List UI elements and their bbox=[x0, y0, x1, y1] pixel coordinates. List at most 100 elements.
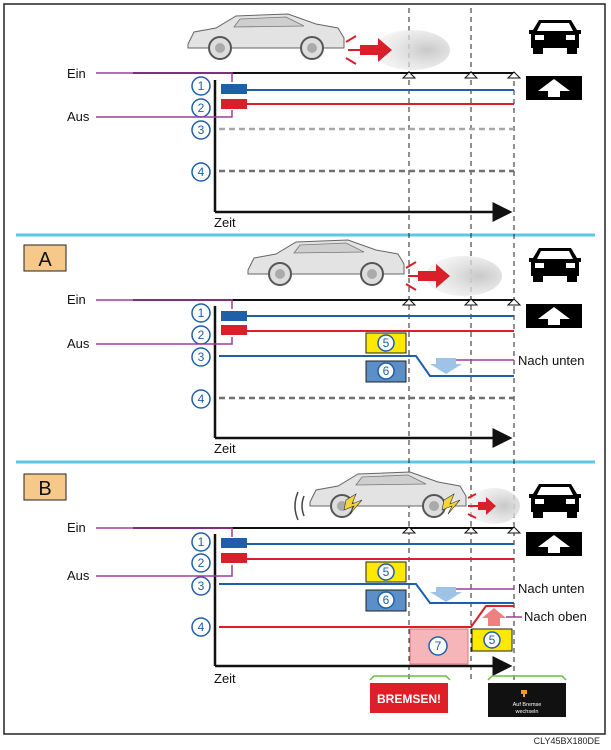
time-label: Zeit bbox=[214, 215, 236, 230]
shake-lines-icon bbox=[294, 491, 305, 521]
panel-a: A Zeit 5 6 Nach unten 1 2 3 4 bbox=[23, 239, 585, 456]
radar-beam bbox=[426, 256, 502, 296]
marker-3 bbox=[191, 347, 211, 367]
section-b-label: B bbox=[38, 478, 51, 500]
radar-wave-icon bbox=[405, 261, 420, 291]
time-label: Zeit bbox=[214, 671, 236, 686]
marker-2-label: 2 bbox=[198, 556, 205, 570]
marker-4-label: 4 bbox=[198, 620, 205, 634]
marker-3 bbox=[191, 120, 211, 140]
off-pointer bbox=[96, 110, 233, 118]
on-label: Ein bbox=[67, 66, 86, 81]
display-line-1: Auf Bremse bbox=[513, 702, 542, 708]
box-5-label: 5 bbox=[383, 336, 390, 350]
radar-wave-icon bbox=[467, 493, 478, 519]
box-5-label: 5 bbox=[383, 565, 390, 579]
marker-4-label: 4 bbox=[198, 165, 205, 179]
signal-2-block bbox=[221, 325, 247, 335]
section-b-box bbox=[23, 473, 67, 501]
marker-2-label: 2 bbox=[198, 328, 205, 342]
forward-arrow-icon bbox=[526, 532, 582, 556]
car-side-icon bbox=[247, 239, 405, 286]
display-bracket bbox=[487, 675, 567, 681]
signal-1-block bbox=[221, 538, 247, 548]
marker-1-label: 1 bbox=[198, 79, 205, 93]
marker-4-label: 4 bbox=[198, 392, 205, 406]
warning-bracket bbox=[369, 675, 451, 681]
radar-beam bbox=[374, 30, 450, 70]
brake-icon bbox=[521, 690, 527, 697]
collision-flash-icon bbox=[441, 493, 461, 515]
down-arrow-icon bbox=[430, 358, 462, 374]
down-arrow-icon bbox=[430, 587, 462, 602]
box-6-label: 6 bbox=[383, 364, 390, 378]
box-7-marker bbox=[428, 636, 448, 656]
forward-arrow-icon bbox=[526, 76, 582, 100]
info-display bbox=[488, 683, 566, 717]
panel-b: B Zeit 5 6 7 5 Nach unte bbox=[23, 471, 587, 717]
marker-4 bbox=[191, 617, 211, 637]
box-5b-marker bbox=[483, 631, 501, 649]
marker-1-label: 1 bbox=[198, 535, 205, 549]
marker-2-label: 2 bbox=[198, 101, 205, 115]
marker-1 bbox=[191, 532, 211, 552]
box-5b-label: 5 bbox=[489, 633, 496, 647]
signal-2-block bbox=[221, 99, 247, 109]
box-6-marker bbox=[377, 591, 395, 609]
car-front-icon bbox=[529, 484, 581, 518]
signal-1-block bbox=[221, 84, 247, 94]
radar-wave-icon bbox=[345, 35, 360, 65]
radar-arrow-icon bbox=[360, 38, 392, 62]
panel-default: Zeit 1 2 3 4 Ein Aus bbox=[67, 13, 582, 230]
signal-4-line bbox=[219, 605, 514, 628]
box-6-label: 6 bbox=[383, 593, 390, 607]
on-label: Ein bbox=[67, 520, 86, 535]
car-side-icon bbox=[309, 471, 467, 518]
signal-1-block bbox=[221, 311, 247, 321]
time-label: Zeit bbox=[214, 441, 236, 456]
event-markers bbox=[401, 298, 522, 306]
collision-flash-icon bbox=[343, 493, 363, 515]
signal-3-line bbox=[219, 583, 514, 604]
display-line-2: wechseln bbox=[515, 709, 539, 715]
box-7-label: 7 bbox=[435, 639, 442, 653]
signal-2-block bbox=[221, 553, 247, 563]
on-label: Ein bbox=[67, 292, 86, 307]
off-label: Aus bbox=[67, 336, 90, 351]
signal-3-line bbox=[219, 355, 514, 377]
on-pointer bbox=[96, 527, 233, 537]
marker-3 bbox=[191, 576, 211, 596]
off-label: Aus bbox=[67, 568, 90, 583]
car-front-icon bbox=[529, 20, 581, 54]
box-5-marker bbox=[377, 334, 395, 352]
section-a-box bbox=[23, 244, 67, 272]
car-side-icon bbox=[187, 13, 345, 60]
forward-arrow-icon bbox=[526, 304, 582, 328]
marker-2 bbox=[191, 553, 211, 573]
marker-1-label: 1 bbox=[198, 306, 205, 320]
marker-1 bbox=[191, 76, 211, 96]
box-5-marker bbox=[377, 563, 395, 581]
marker-3-label: 3 bbox=[198, 350, 205, 364]
warning-display bbox=[370, 683, 448, 713]
box-6-marker bbox=[377, 362, 395, 380]
section-a-label: A bbox=[38, 249, 52, 271]
car-front-icon bbox=[529, 248, 581, 282]
marker-4 bbox=[191, 162, 211, 182]
outer-frame bbox=[3, 3, 606, 735]
off-pointer bbox=[96, 565, 233, 577]
warning-text: BREMSEN! bbox=[377, 692, 441, 706]
down-label: Nach unten bbox=[518, 353, 585, 368]
on-pointer bbox=[96, 72, 233, 82]
event-markers bbox=[401, 71, 522, 79]
off-pointer bbox=[96, 337, 233, 345]
event-markers bbox=[401, 526, 522, 534]
radar-arrow-icon bbox=[478, 497, 496, 515]
marker-1 bbox=[191, 303, 211, 323]
on-pointer bbox=[96, 299, 233, 309]
marker-3-label: 3 bbox=[198, 123, 205, 137]
up-arrow-icon bbox=[482, 608, 506, 626]
off-label: Aus bbox=[67, 109, 90, 124]
